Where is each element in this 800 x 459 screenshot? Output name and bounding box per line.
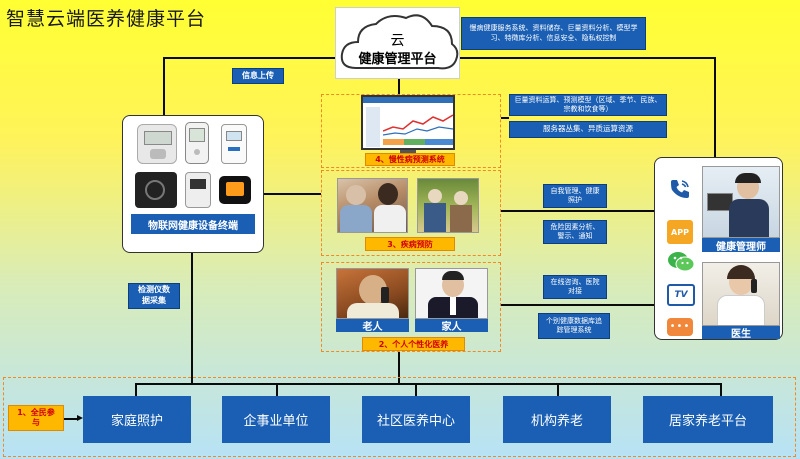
thermometer-icon — [221, 124, 247, 164]
line-personal-down — [398, 352, 400, 383]
detect-label-line1: 检测仪数 — [138, 285, 170, 295]
bottom-item-home-platform[interactable]: 居家养老平台 — [643, 396, 773, 443]
line-right-down — [714, 57, 716, 157]
online-consult-box: 在线咨询、医院对接 — [543, 275, 607, 299]
tv-icon[interactable]: TV — [667, 284, 695, 306]
detect-label-line2: 据采集 — [142, 296, 166, 305]
detect-label: 检测仪数 据采集 — [128, 283, 180, 309]
chart-line-icon — [383, 114, 453, 136]
line-drop-5 — [720, 383, 722, 396]
cloud-icon — [340, 14, 459, 70]
glucose-meter-icon — [185, 122, 209, 164]
bottom-section — [3, 377, 796, 457]
chronic-monitor-screen[interactable] — [361, 95, 455, 150]
top-info-box: 慢病健康服务系统、资料储存、巨量资料分析、模型学习、特徵库分析、信息安全、隐私权… — [461, 17, 646, 50]
upload-label: 信息上传 — [232, 68, 284, 84]
smartwatch-icon — [219, 176, 251, 204]
bp-monitor-icon — [137, 124, 177, 164]
line-iot-down — [191, 253, 193, 383]
wechat-icon[interactable] — [667, 250, 695, 274]
iot-panel[interactable]: 物联网健康设备终端 — [122, 115, 264, 253]
family-phone-photo — [415, 268, 488, 319]
line-left-down — [163, 57, 165, 115]
scale-icon — [135, 172, 177, 208]
bottom-item-family-care[interactable]: 家庭照护 — [83, 396, 191, 443]
doctor-label: 医生 — [702, 326, 780, 340]
analysis-box: 巨量资料运算、预测模型（区域、季节、民族、宗教和饮食等） — [509, 94, 667, 116]
elder-phone-photo — [336, 268, 409, 319]
line-drop-4 — [557, 383, 559, 396]
monitor-stand — [400, 150, 416, 154]
cloud-char: 云 — [390, 33, 405, 49]
participate-arrow — [64, 415, 83, 421]
participate-label: 1、全民参与 — [8, 405, 64, 431]
cloud-platform[interactable]: 云 健康管理平台 — [335, 7, 460, 79]
risk-analysis-box: 危险因素分析、警示、通知 — [543, 220, 607, 244]
tv-icon-label: TV — [674, 290, 688, 300]
oximeter-icon — [185, 172, 211, 208]
line-cloud-right — [460, 57, 715, 59]
iot-label: 物联网健康设备终端 — [131, 214, 255, 234]
page-title: 智慧云端医养健康平台 — [6, 8, 207, 30]
elder-couple-photo — [417, 178, 479, 233]
line-personal-right — [501, 304, 654, 306]
line-bottom-bus — [135, 383, 720, 385]
self-mgmt-box: 自我管理、健康照护 — [543, 184, 607, 208]
app-icon-label: APP — [671, 227, 689, 237]
health-manager-photo — [702, 166, 780, 238]
server-box: 服务器丛集、异质运算资源 — [509, 121, 667, 138]
db-tracking-box: 个别健康数据库追踪管理系统 — [538, 313, 610, 339]
elder-label: 老人 — [336, 319, 409, 333]
line-prevention-right — [501, 210, 654, 212]
elder-care-photo — [337, 178, 408, 233]
line-drop-1 — [135, 383, 137, 396]
line-chronic-right — [501, 117, 509, 119]
personal-label: 2、个人个性化医养 — [362, 337, 465, 351]
chat-icon[interactable]: ••• — [667, 318, 693, 336]
provider-panel[interactable]: APP TV ••• 健康管理师 医生 — [654, 157, 783, 340]
bottom-item-enterprise[interactable]: 企事业单位 — [222, 396, 330, 443]
bottom-item-community-center[interactable]: 社区医养中心 — [362, 396, 470, 443]
cloud-label: 健康管理平台 — [358, 52, 437, 67]
phone-icon[interactable] — [667, 176, 693, 202]
chronic-label: 4、慢性病预测系统 — [365, 153, 455, 166]
bottom-item-institution[interactable]: 机构养老 — [503, 396, 611, 443]
prevention-section — [321, 170, 501, 256]
family-label: 家人 — [415, 319, 488, 333]
line-cloud-down — [398, 79, 400, 95]
prevention-label: 3、疾病预防 — [365, 237, 455, 251]
line-drop-3 — [415, 383, 417, 396]
doctor-photo — [702, 262, 780, 326]
chronic-section — [321, 94, 501, 168]
line-drop-2 — [276, 383, 278, 396]
line-iot-right — [264, 193, 321, 195]
personal-section — [321, 262, 501, 352]
line-cloud-left — [163, 57, 335, 59]
app-icon[interactable]: APP — [667, 220, 693, 244]
health-manager-label: 健康管理师 — [702, 238, 780, 253]
